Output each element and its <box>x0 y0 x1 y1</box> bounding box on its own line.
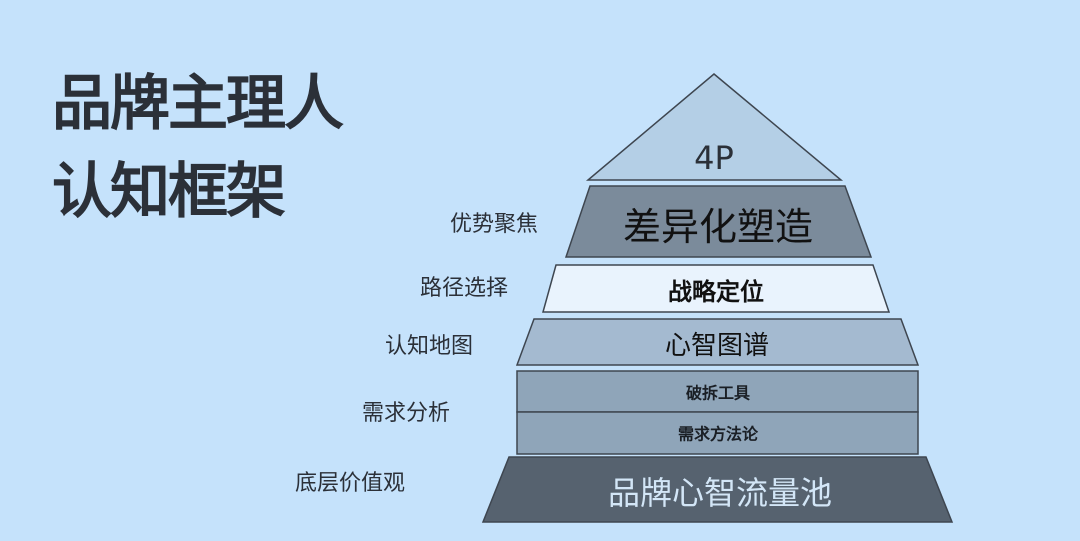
title-line-1: 品牌主理人 <box>52 69 344 139</box>
apex-text: 4P <box>694 139 734 177</box>
layer-2-text: 战略定位 <box>668 278 764 306</box>
layer-4-text: 破拆工具 <box>686 384 750 403</box>
title-line-2: 认知框架 <box>52 157 286 227</box>
pyramid-layer-1 <box>564 185 873 258</box>
pyramid-layer-3 <box>515 318 920 366</box>
layer-6-text: 品牌心智流量池 <box>608 474 832 512</box>
label-advantage-focus: 优势聚焦 <box>450 212 539 237</box>
layer-3-text: 心智图谱 <box>665 331 769 361</box>
pyramid-layer-6 <box>481 456 954 523</box>
pyramid-layer-5 <box>516 411 919 455</box>
layer-5-text: 需求方法论 <box>678 425 759 444</box>
label-demand-analysis: 需求分析 <box>362 401 451 426</box>
label-cognitive-map: 认知地图 <box>385 334 474 359</box>
pyramid-apex <box>585 73 844 181</box>
label-core-values: 底层价值观 <box>295 471 406 496</box>
pyramid-layer-4 <box>516 370 919 413</box>
pyramid-layer-2 <box>542 264 891 313</box>
label-path-choice: 路径选择 <box>420 276 509 301</box>
layer-1-text: 差异化塑造 <box>623 205 813 249</box>
